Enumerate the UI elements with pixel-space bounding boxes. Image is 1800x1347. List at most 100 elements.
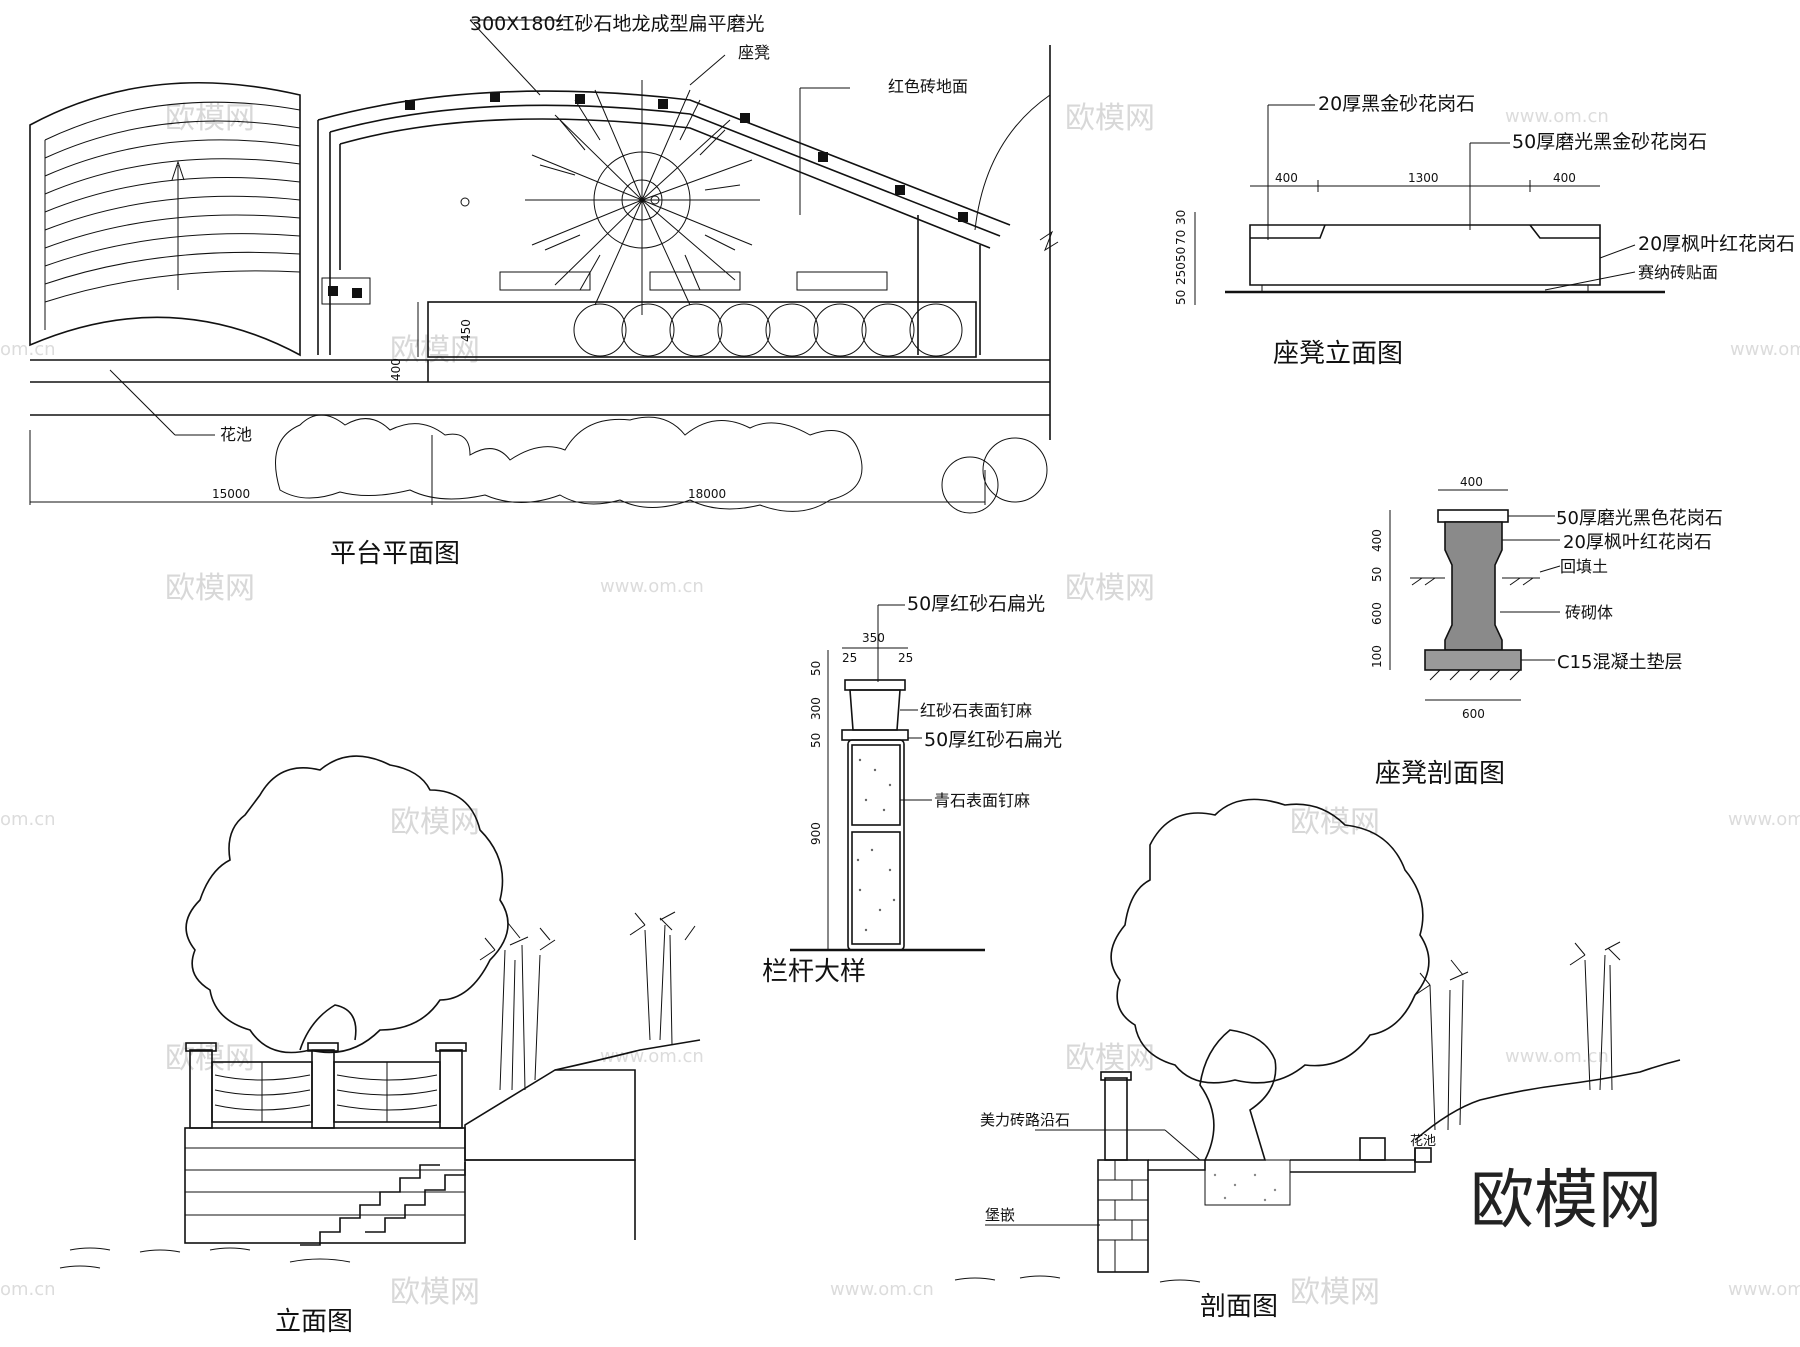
bench-section-dim-100: 100 — [1370, 645, 1384, 668]
bench-section-callout-concrete: C15混凝土垫层 — [1557, 652, 1682, 673]
bench-elevation: 400 1300 400 30 70 50 250 50 20厚黑金砂花岗石 5… — [1174, 93, 1795, 369]
railing-dim-350: 350 — [862, 631, 885, 645]
plan-shrub-row — [573, 303, 963, 357]
section-title: 剖面图 — [1200, 1292, 1278, 1322]
plan-callout-flower-bed: 花池 — [220, 425, 252, 444]
bench-elev-dim-left: 400 — [1275, 171, 1298, 185]
railing-dim-900: 900 — [809, 822, 823, 845]
plan-title: 平台平面图 — [330, 539, 460, 569]
plan-bench — [796, 271, 888, 291]
section-wall-masonry — [1098, 1160, 1148, 1272]
watermark-text: 欧模网 — [1290, 805, 1380, 840]
plan-callout-seat: 座凳 — [738, 43, 770, 62]
bench-elev-dim-50b: 50 — [1174, 290, 1188, 305]
seat-post-marker — [818, 152, 828, 162]
bench-elev-callout-sana: 赛纳砖贴面 — [1638, 263, 1718, 282]
elevation-tree-canopy — [185, 755, 509, 1054]
railing-detail: 50 300 50 900 350 25 25 50厚红砂石扁光 红砂石表面钉麻… — [762, 593, 1062, 987]
bench-elev-dim-30: 30 — [1174, 210, 1188, 225]
watermark-text: 欧模网 — [390, 1275, 480, 1310]
watermark-url: om.cn — [0, 809, 56, 830]
bench-elev-callout-maple: 20厚枫叶红花岗石 — [1638, 233, 1795, 255]
watermark-url: om.cn — [0, 339, 56, 360]
railing-dim-50a: 50 — [809, 661, 823, 676]
seat-post-marker — [575, 94, 585, 104]
railing-callout-blue: 青石表面钉麻 — [934, 791, 1030, 810]
section-bamboo — [1414, 941, 1621, 1131]
seat-post-marker — [740, 113, 750, 123]
watermark-url: www.om.cn — [600, 1046, 704, 1067]
bench-section-callout-maple: 20厚枫叶红花岗石 — [1563, 532, 1712, 553]
bench-elev-dim-right: 400 — [1553, 171, 1576, 185]
plan-planting-bed — [275, 414, 1048, 514]
railing-title: 栏杆大样 — [762, 957, 866, 987]
seat-post-marker — [405, 100, 415, 110]
elevation-bamboo — [479, 911, 696, 1091]
watermark-text: 欧模网 — [165, 1041, 255, 1076]
plan-dim-right: 18000 — [688, 487, 726, 501]
watermark-url: www.om.cn — [600, 576, 704, 597]
bench-elev-dim-70: 70 — [1174, 230, 1188, 245]
railing-dim-25b: 25 — [898, 651, 913, 665]
watermark-url: om.cn — [0, 1279, 56, 1300]
section-callout-curb: 美力砖路沿石 — [980, 1111, 1070, 1129]
seat-post-marker — [658, 99, 668, 109]
railing-dim-25a: 25 — [842, 651, 857, 665]
plan-seat-wall — [317, 90, 1011, 355]
bench-section-callout-black: 50厚磨光黑色花岗石 — [1556, 508, 1723, 529]
elevation-title: 立面图 — [275, 1307, 353, 1337]
watermark-url: www.om.cn — [1730, 339, 1800, 360]
railing-dim-50b: 50 — [809, 733, 823, 748]
railing-callout-surface: 红砂石表面钉麻 — [920, 701, 1032, 720]
section-callout-flower: 花池 — [1410, 1133, 1436, 1149]
plan-tree-symbol — [525, 80, 760, 315]
plan-callout-paving: 300X180红砂石地龙成型扁平磨光 — [470, 13, 765, 35]
railing-callout-cap2: 50厚红砂石扁光 — [924, 729, 1062, 751]
plan-dim-total: 15000 — [212, 487, 250, 501]
bench-section-dim-bottom: 600 — [1462, 707, 1485, 721]
bench-section-dim-top: 400 — [1460, 475, 1483, 489]
bench-elev-dim-50a: 50 — [1174, 247, 1188, 262]
watermark-text: 欧模网 — [390, 805, 480, 840]
bench-section-masonry — [1444, 521, 1503, 651]
railing-dim-300: 300 — [809, 697, 823, 720]
bench-section-callout-backfill: 回填土 — [1560, 557, 1608, 576]
watermark-url: www.om.cn — [1505, 1046, 1609, 1067]
watermark-text: 欧模网 — [1290, 1275, 1380, 1310]
seat-post-marker — [352, 288, 362, 298]
bench-section-dim-600: 600 — [1370, 602, 1384, 625]
plan-planter — [427, 301, 977, 358]
railing-callout-cap: 50厚红砂石扁光 — [907, 593, 1045, 615]
seat-post-marker — [490, 92, 500, 102]
elevation-view: 立面图 — [59, 755, 701, 1337]
watermark-text: 欧模网 — [1065, 1041, 1155, 1076]
plan-dim-450: 450 — [459, 319, 473, 342]
bench-elev-dim-250: 250 — [1174, 262, 1188, 285]
watermark-text: 欧模网 — [1065, 571, 1155, 606]
bench-elev-title: 座凳立面图 — [1273, 339, 1403, 369]
section-callout-dike: 堡嵌 — [985, 1206, 1015, 1224]
section-tree-canopy — [1110, 798, 1430, 1084]
watermark-url: www.om.cn — [1728, 809, 1800, 830]
plan-dim-400: 400 — [389, 358, 403, 381]
plan-callout-red-brick: 红色砖地面 — [888, 77, 968, 96]
plan-bench — [499, 271, 591, 291]
bench-elev-callout-top: 20厚黑金砂花岗石 — [1318, 93, 1475, 115]
section-gravel — [1213, 1173, 1277, 1202]
platform-plan: 15000 18000 450 400 300X180红砂石地龙成型扁平磨光 座… — [29, 13, 1059, 569]
bench-section-callout-masonry: 砖砌体 — [1565, 603, 1613, 622]
watermark-text: 欧模网 — [390, 333, 480, 368]
watermark-url: www.om.cn — [1505, 106, 1609, 127]
watermark-layer: 欧模网 欧模网 www.om.cn om.cn 欧模网 www.om.cn 欧模… — [0, 101, 1800, 1310]
watermark-text: 欧模网 — [165, 571, 255, 606]
railing-stone-texture — [856, 758, 896, 932]
section-view: 美力砖路沿石 堡嵌 花池 剖面图 — [954, 798, 1681, 1322]
brand-logo-text: 欧模网 — [1470, 1164, 1662, 1238]
bench-section-dim-50: 50 — [1370, 567, 1384, 582]
seat-post-marker — [328, 286, 338, 296]
bench-section-title: 座凳剖面图 — [1375, 759, 1505, 789]
watermark-text: 欧模网 — [1065, 101, 1155, 136]
watermark-url: www.om.cn — [830, 1279, 934, 1300]
plan-bench — [649, 271, 741, 291]
